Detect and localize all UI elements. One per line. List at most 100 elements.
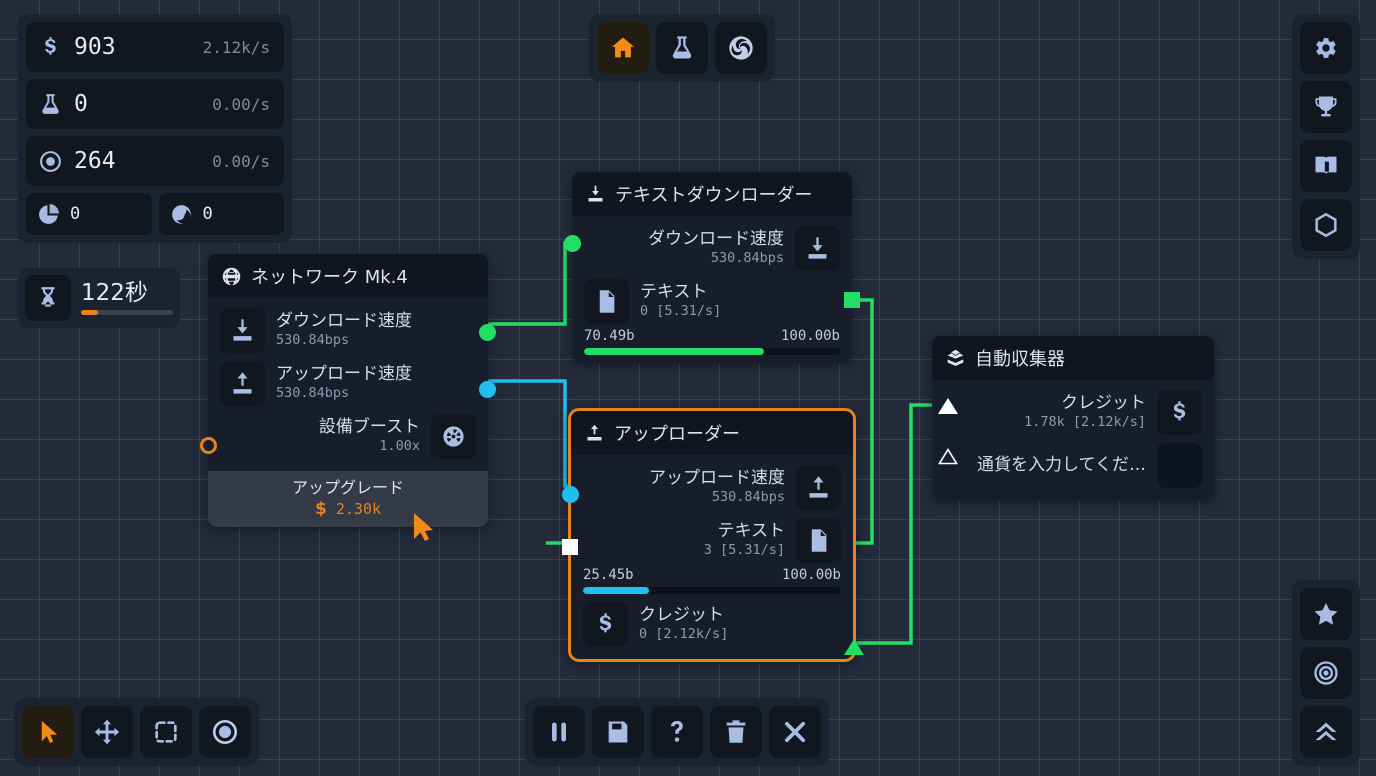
spiral-button[interactable]: [715, 22, 767, 74]
achievements-button[interactable]: [1300, 81, 1352, 133]
progress-max: 100.00b: [781, 567, 841, 583]
node-body: アップロード速度 530.84bps テキスト 3 [5.31/s] 25.: [571, 455, 853, 659]
document-tile: [796, 518, 841, 563]
row-value: 530.84bps: [711, 489, 785, 506]
node-row-text[interactable]: テキスト 0 [5.31/s]: [572, 275, 852, 328]
port-boost-in[interactable]: [200, 437, 217, 454]
node-row-credits[interactable]: クレジット 1.78k [2.12k/s]: [932, 386, 1214, 439]
node-row-download[interactable]: ダウンロード速度 530.84bps: [572, 222, 852, 275]
upgrade-button[interactable]: アップグレード $ 2.30k: [208, 471, 488, 527]
bottom-toolbar[interactable]: [525, 698, 829, 766]
node-tool[interactable]: [199, 706, 251, 758]
lab-button[interactable]: [656, 22, 708, 74]
node-header[interactable]: ネットワーク Mk.4: [208, 254, 488, 298]
node-uploader[interactable]: アップローダー アップロード速度 530.84bps テキスト 3 [5.31/…: [562, 408, 864, 662]
help-button[interactable]: [651, 706, 703, 758]
top-toolbar[interactable]: [589, 14, 775, 82]
port-credits-out[interactable]: [844, 639, 864, 655]
row-value: 0 [2.12k/s]: [639, 626, 729, 643]
codex-button[interactable]: [1300, 140, 1352, 192]
right-rail-top[interactable]: [1292, 14, 1360, 259]
port-download-in[interactable]: [564, 235, 581, 252]
row-label: テキスト: [717, 521, 786, 542]
delete-button[interactable]: [710, 706, 762, 758]
save-button[interactable]: [592, 706, 644, 758]
node-row-currency-input[interactable]: 通貨を入力してくだ…: [932, 439, 1214, 492]
mouse-cursor: [414, 513, 433, 541]
home-button[interactable]: [597, 22, 649, 74]
row-label: 設備ブースト: [318, 417, 420, 438]
gear-icon: [1316, 38, 1336, 58]
prestige-timer[interactable]: 122秒: [18, 268, 180, 328]
dashed-square-icon: [155, 721, 177, 743]
boost-button[interactable]: [1300, 706, 1352, 758]
node-row-download[interactable]: ダウンロード速度 530.84bps: [208, 304, 488, 357]
select-tool[interactable]: [22, 706, 74, 758]
hourglass-tile: [25, 275, 71, 321]
row-value: 0 [5.31/s]: [640, 303, 722, 320]
gauge-tile: [431, 414, 476, 459]
upload-tray-icon: [587, 424, 602, 440]
row-value: 530.84bps: [276, 332, 350, 349]
port-credits-in[interactable]: [938, 398, 958, 414]
stat-value: 264: [74, 148, 116, 174]
target-icon: [1314, 661, 1338, 685]
mini-stats-row: 0 0: [26, 193, 284, 235]
node-title: テキストダウンローダー: [615, 185, 813, 206]
stat-value: 903: [74, 34, 116, 60]
focus-button[interactable]: [1300, 647, 1352, 699]
home-icon: [611, 37, 635, 58]
stat-value: 0: [70, 204, 81, 224]
node-auto-collector[interactable]: 自動収集器 クレジット 1.78k [2.12k/s] 通貨を入力してくだ…: [932, 336, 1214, 500]
timer-value: 122秒: [81, 279, 148, 306]
right-rail-bottom[interactable]: [1292, 580, 1360, 766]
node-row-credits[interactable]: クレジット 0 [2.12k/s]: [571, 598, 853, 651]
row-label: アップロード速度: [649, 468, 785, 489]
node-network[interactable]: ネットワーク Mk.4 ダウンロード速度 530.84bps アップロード速度 …: [200, 254, 496, 527]
download-tile: [795, 226, 840, 271]
node-row-boost[interactable]: 設備ブースト 1.00x: [208, 410, 488, 463]
port-currency-in[interactable]: [938, 448, 958, 465]
flask-icon: [42, 93, 59, 114]
pause-button[interactable]: [533, 706, 585, 758]
tool-palette[interactable]: [14, 698, 259, 766]
port-upload-in[interactable]: [562, 486, 579, 503]
pause-icon: [552, 722, 566, 742]
move-arrows-icon: [94, 719, 120, 745]
stat-rate: 2.12k/s: [202, 37, 270, 57]
upgrade-label: アップグレード: [291, 478, 404, 497]
empty-slot-tile[interactable]: [1157, 443, 1202, 488]
row-value: 1.78k [2.12k/s]: [1024, 414, 1146, 431]
port-download-out[interactable]: [479, 324, 496, 341]
node-row-upload[interactable]: アップロード速度 530.84bps: [208, 357, 488, 410]
dollar-icon: [1173, 401, 1186, 421]
node-row-text[interactable]: テキスト 3 [5.31/s]: [571, 514, 853, 567]
port-text-in[interactable]: [562, 539, 578, 555]
port-upload-out[interactable]: [479, 381, 496, 398]
marquee-tool[interactable]: [140, 706, 192, 758]
pan-tool[interactable]: [81, 706, 133, 758]
close-button[interactable]: [769, 706, 821, 758]
x-icon: [784, 721, 806, 743]
stat-shards: 0: [26, 193, 152, 235]
flask-icon: [672, 36, 692, 59]
port-text-out[interactable]: [844, 292, 860, 308]
node-header[interactable]: 自動収集器: [932, 336, 1214, 380]
node-title: アップローダー: [614, 424, 740, 445]
target-icon: [40, 150, 61, 172]
node-text-downloader[interactable]: テキストダウンローダー ダウンロード速度 530.84bps テキスト 0 [5…: [564, 172, 860, 363]
globe-icon: [222, 267, 241, 285]
stat-rate: 0.00/s: [212, 94, 270, 114]
row-label: クレジット: [1061, 393, 1146, 414]
row-value: 3 [5.31/s]: [703, 542, 785, 559]
node-header[interactable]: アップローダー: [571, 411, 853, 455]
question-mark-icon: [670, 720, 683, 742]
settings-button[interactable]: [1300, 22, 1352, 74]
node-row-upload[interactable]: アップロード速度 530.84bps: [571, 461, 853, 514]
row-label: 通貨を入力してくだ…: [977, 454, 1146, 475]
node-header[interactable]: テキストダウンローダー: [572, 172, 852, 216]
download-tray-icon: [588, 185, 603, 201]
favorites-button[interactable]: [1300, 588, 1352, 640]
hexagon-button[interactable]: [1300, 199, 1352, 251]
